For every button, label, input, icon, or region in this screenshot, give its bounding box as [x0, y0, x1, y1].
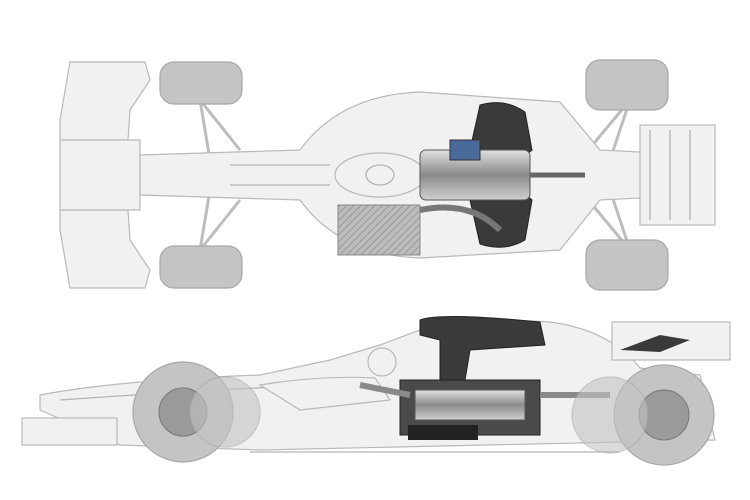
- top-view: [59, 59, 716, 291]
- wheels-top: [159, 59, 669, 291]
- engine-top: [419, 102, 585, 248]
- driver-side: [258, 347, 397, 411]
- suspension-top: [198, 99, 632, 251]
- front-wing-top: [59, 61, 151, 289]
- rear-wing-side: [611, 321, 731, 361]
- radiator-top: [337, 204, 421, 256]
- side-view: [21, 315, 731, 466]
- engine-side: [359, 315, 610, 440]
- front-wing-side: [21, 417, 118, 446]
- wheels-side: [132, 361, 715, 466]
- rear-wing-top: [639, 124, 716, 226]
